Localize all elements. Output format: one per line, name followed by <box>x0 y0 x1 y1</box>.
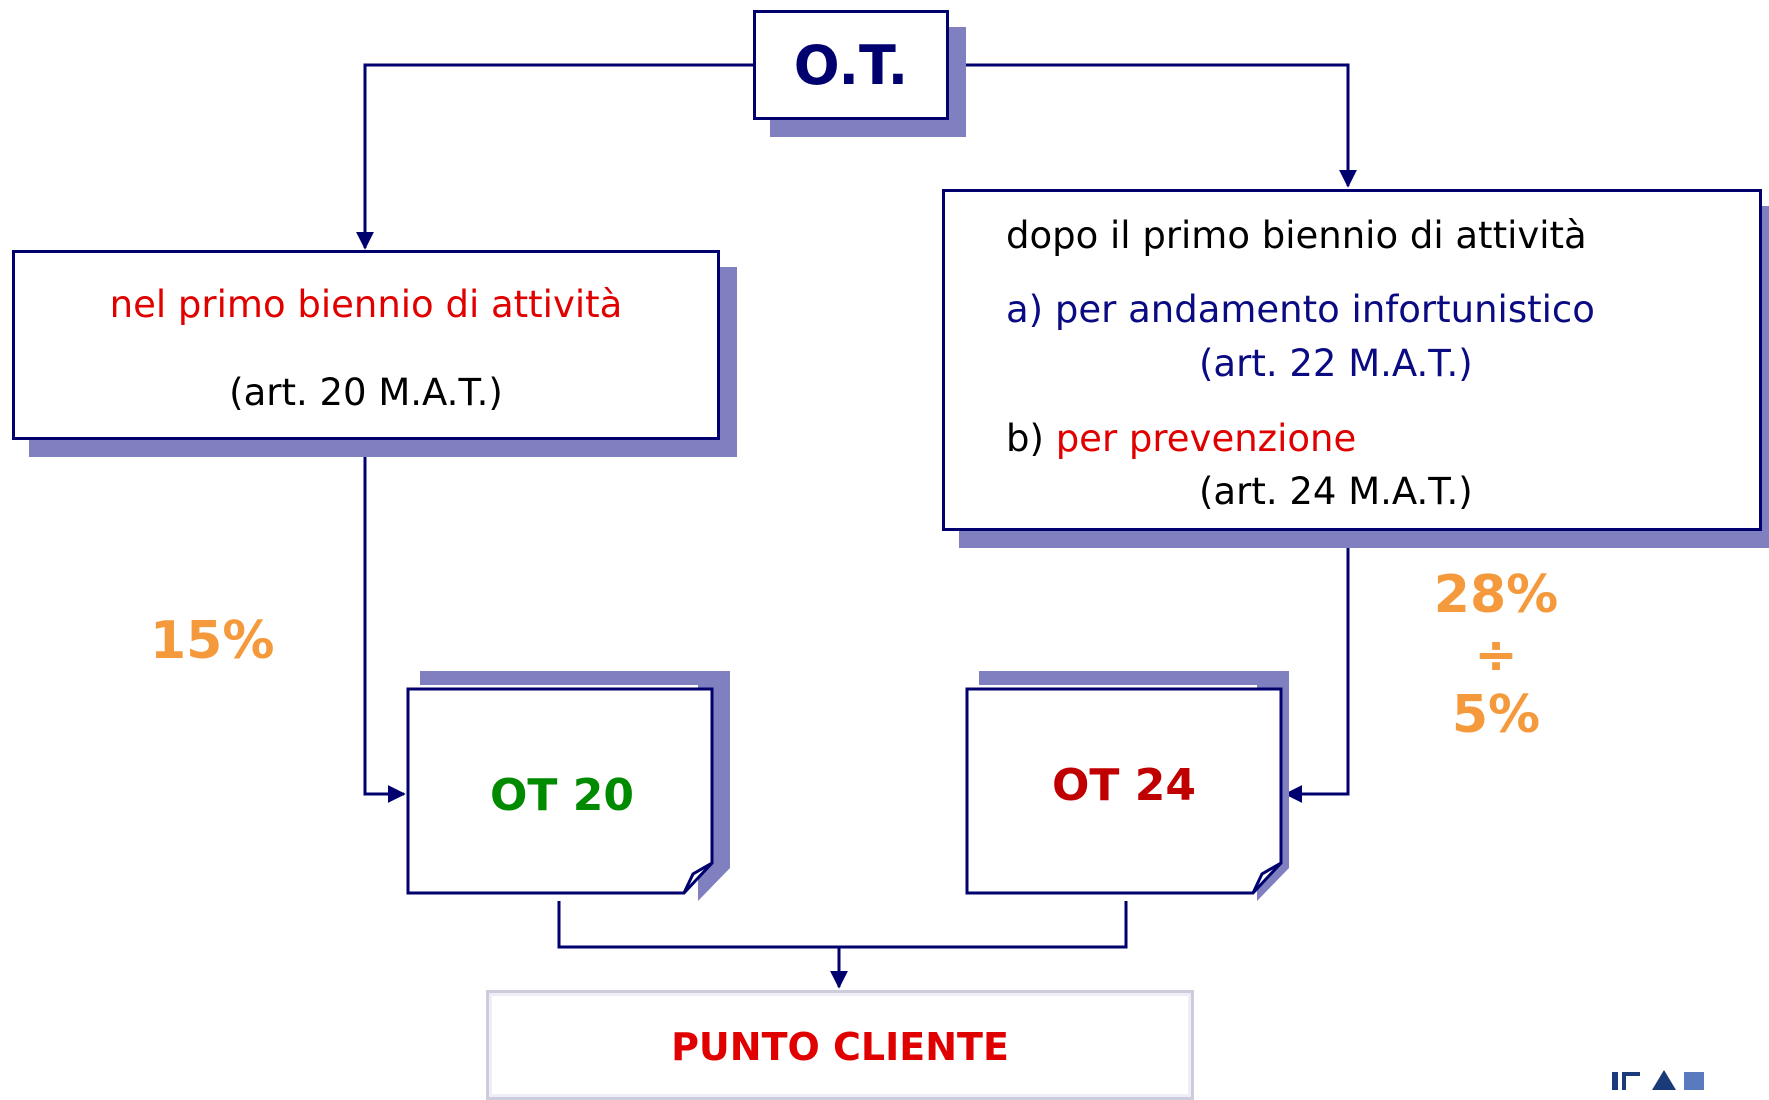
item-b-article: (art. 24 M.A.T.) <box>1199 470 1473 513</box>
punto-cliente-box: PUNTO CLIENTE <box>486 990 1194 1100</box>
first-biennium-label: nel primo biennio di attività <box>109 283 623 326</box>
after-biennium-box: dopo il primo biennio di attività a) per… <box>942 189 1762 531</box>
connector-ot-left <box>356 63 753 250</box>
first-biennium-box: nel primo biennio di attività (art. 20 M… <box>12 250 720 440</box>
first-biennium-article: (art. 20 M.A.T.) <box>229 371 503 414</box>
item-b-prefix: b) <box>1006 417 1056 460</box>
percent-right: 28% ÷ 5% <box>1396 565 1596 745</box>
after-biennium-label: dopo il primo biennio di attività <box>1006 214 1587 257</box>
logo-icon <box>1612 1066 1769 1090</box>
percent-right-top: 28% <box>1433 565 1559 625</box>
connector-right-ot24 <box>1284 531 1350 803</box>
ot24-document: OT 24 <box>965 671 1295 901</box>
ot-box: O.T. <box>753 10 949 120</box>
ot20-document: OT 20 <box>406 671 736 901</box>
item-a-label: a) per andamento infortunistico <box>1006 288 1595 331</box>
connector-left-ot20 <box>363 441 406 803</box>
punto-cliente-label: PUNTO CLIENTE <box>671 1025 1009 1069</box>
ot24-label: OT 24 <box>1052 759 1196 811</box>
connector-docs-bottom <box>557 901 1128 949</box>
percent-right-bottom: 5% <box>1451 685 1541 745</box>
ot-label: O.T. <box>793 33 909 97</box>
item-a-article: (art. 22 M.A.T.) <box>1199 342 1473 385</box>
percent-right-sep: ÷ <box>1474 625 1518 685</box>
percent-left: 15% <box>150 611 275 671</box>
ot20-label: OT 20 <box>490 769 634 821</box>
item-b-line: b) per prevenzione <box>1006 417 1356 460</box>
item-b-label: per prevenzione <box>1055 417 1357 460</box>
connector-ot-right <box>949 63 1357 188</box>
